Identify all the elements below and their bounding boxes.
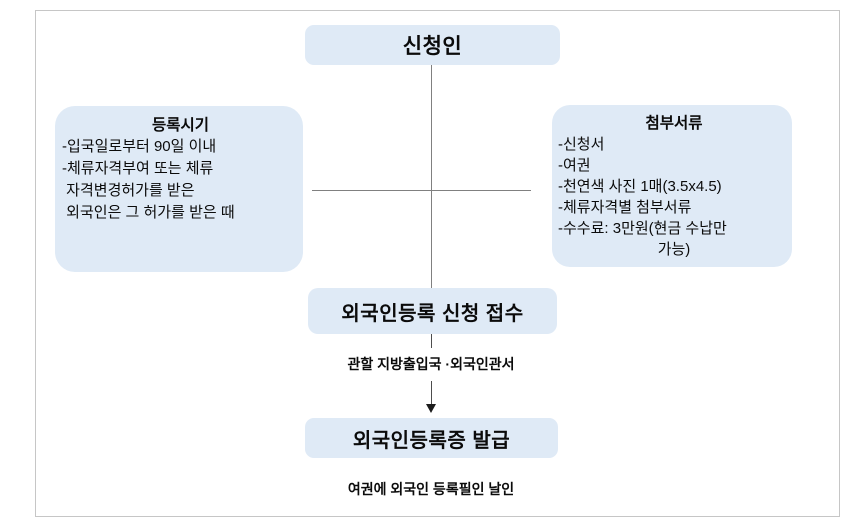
registration-period-line: -체류자격부여 또는 체류 — [62, 160, 214, 177]
connector-horizontal-line — [312, 190, 531, 191]
registration-period-line: -입국일로부터 90일 이내 — [62, 138, 217, 155]
node-applicant: 신청인 — [305, 25, 560, 65]
node-card-issuance-label: 외국인등록증 발급 — [352, 429, 511, 452]
connector-receipt-to-office-line — [431, 334, 432, 348]
registration-period-line: 외국인은 그 허가를 받은 때 — [62, 204, 235, 221]
attached-documents-line: -신청서 — [558, 136, 605, 153]
node-attached-documents: 첨부서류 -신청서 -여권 -천연색 사진 1매(3.5x4.5) -체류자격별… — [552, 105, 792, 267]
node-application-receipt-label: 외국인등록 신청 접수 — [341, 302, 524, 325]
registration-period-line: 자격변경허가를 받은 — [62, 182, 195, 199]
connector-office-to-issuance-line — [431, 381, 432, 404]
attached-documents-line: -체류자격별 첨부서류 — [558, 199, 692, 216]
connector-vertical-line — [431, 65, 432, 288]
node-applicant-label: 신청인 — [402, 35, 463, 58]
stamp-label: 여권에 외국인 등록필인 날인 — [347, 481, 515, 497]
attached-documents-title: 첨부서류 — [645, 115, 703, 132]
attached-documents-line: -여권 — [558, 157, 591, 174]
node-application-receipt: 외국인등록 신청 접수 — [308, 288, 557, 334]
node-card-issuance: 외국인등록증 발급 — [305, 418, 558, 458]
attached-documents-line: 가능) — [657, 241, 691, 258]
office-label: 관할 지방출입국 ·외국인관서 — [347, 356, 515, 372]
arrow-down-icon — [426, 404, 436, 413]
attached-documents-line: -수수료: 3만원(현금 수납만 — [558, 220, 727, 237]
registration-period-title: 등록시기 — [151, 117, 210, 134]
attached-documents-line: -천연색 사진 1매(3.5x4.5) — [558, 178, 722, 195]
node-registration-period: 등록시기 -입국일로부터 90일 이내 -체류자격부여 또는 체류 자격변경허가… — [55, 106, 303, 272]
